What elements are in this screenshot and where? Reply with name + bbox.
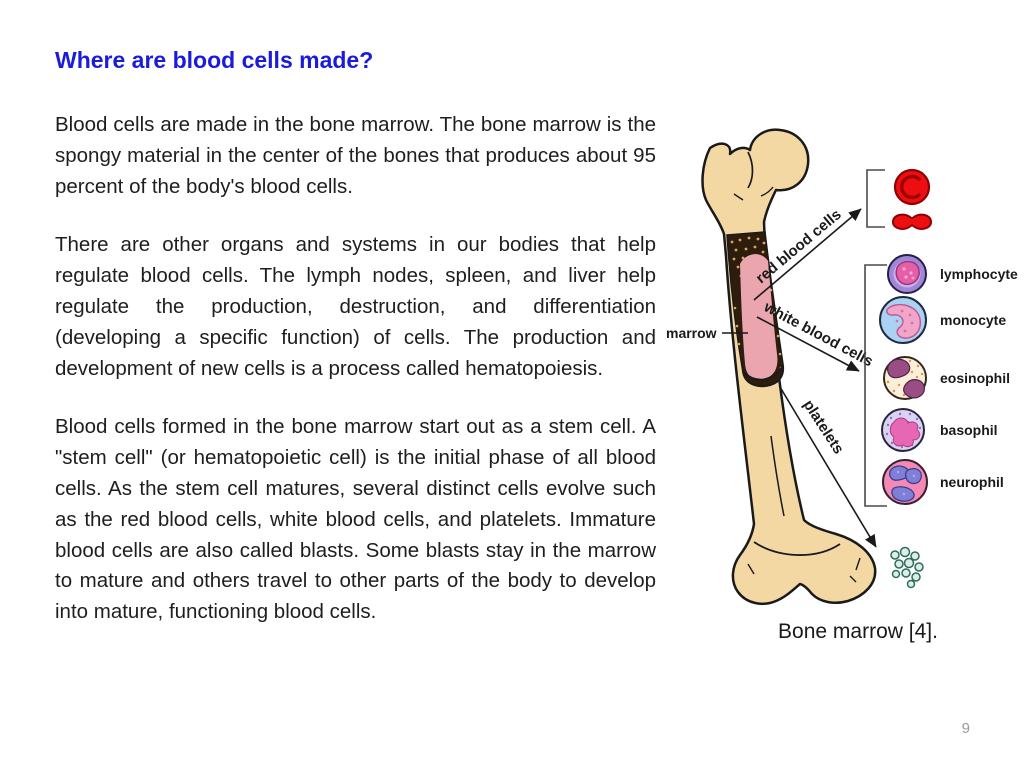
eosinophil-icon: [883, 356, 927, 400]
paragraph-3: Blood cells formed in the bone marrow st…: [55, 415, 656, 624]
basophil-icon: [881, 408, 925, 452]
bone-marrow-illustration: marrow red blood cells white blood cells…: [666, 128, 1018, 605]
red-blood-cells-arrow: [753, 208, 862, 301]
page-number: 9: [961, 720, 970, 737]
diagram-caption: Bone marrow [4].: [778, 620, 938, 643]
red-blood-cells-bracket: [866, 169, 885, 228]
lymphocyte-label: lymphocyte: [940, 266, 1018, 282]
white-blood-cells-arrow: [756, 316, 860, 372]
slide-title: Where are blood cells made?: [55, 47, 374, 73]
platelets-label: platelets: [800, 397, 847, 457]
eosinophil-label: eosinophil: [940, 370, 1010, 386]
neurophil-icon: [882, 459, 928, 505]
marrow-label-group: marrow: [666, 325, 748, 341]
white-blood-cells-bracket: [864, 264, 887, 507]
paragraph-2: There are other organs and systems in ou…: [55, 233, 656, 380]
neurophil-label: neurophil: [940, 474, 1004, 490]
marrow-label: marrow: [666, 325, 717, 341]
platelets-arrow: [779, 386, 877, 548]
bone-marrow-diagram: marrow red blood cells white blood cells…: [664, 106, 1024, 644]
basophil-label: basophil: [940, 422, 998, 438]
body-text-column: Where are blood cells made? Blood cells …: [55, 46, 656, 628]
monocyte-icon: [879, 296, 927, 344]
red-blood-cell-side-icon: [891, 213, 933, 230]
red-blood-cell-top-icon: [893, 168, 931, 206]
monocyte-label: monocyte: [940, 312, 1006, 328]
lymphocyte-icon: [887, 254, 927, 294]
paragraph-1: Blood cells are made in the bone marrow.…: [55, 113, 656, 198]
marrow-region: [740, 254, 778, 380]
platelets-dots: [890, 546, 924, 589]
femur-bone-icon: [701, 128, 877, 605]
